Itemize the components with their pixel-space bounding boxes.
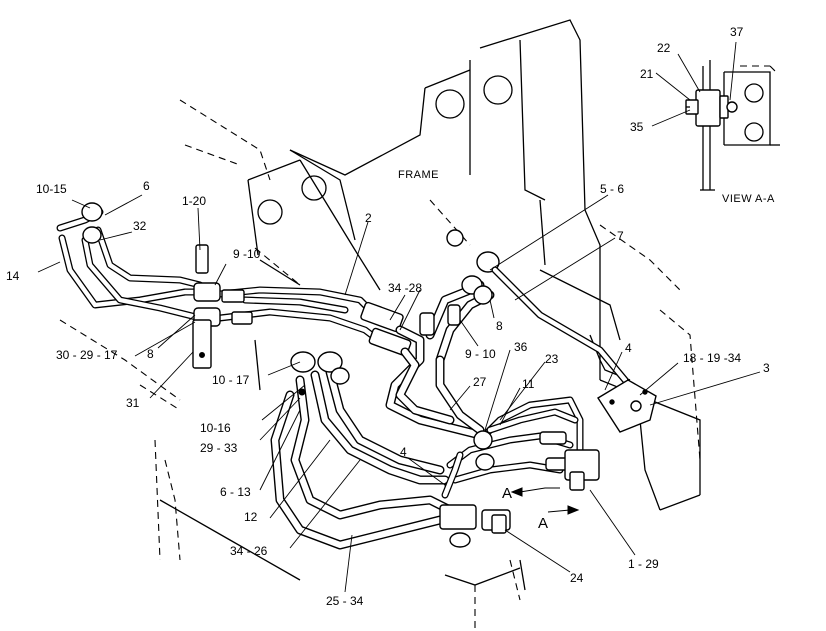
callout-11: 11 (522, 377, 535, 391)
callout-9-10-right: 9 - 10 (465, 347, 496, 361)
callout-10-16: 10-16 (200, 421, 231, 435)
callout-4-right: 4 (625, 341, 632, 355)
callout-32: 32 (133, 219, 147, 233)
left-tube-assembly (56, 202, 389, 369)
callout-1-29: 1 - 29 (628, 557, 659, 571)
callout-30-29-17: 30 - 29 - 17 (56, 348, 118, 362)
callout-10-17: 10 - 17 (212, 373, 250, 387)
callout-27: 27 (473, 375, 487, 389)
callout-5-6: 5 - 6 (600, 182, 624, 196)
callout-3: 3 (763, 361, 770, 375)
callout-9-10-left: 9 -10 (233, 247, 261, 261)
callout-37: 37 (730, 25, 744, 39)
text-labels: FRAME VIEW A-A A A (398, 169, 775, 532)
callout-23: 23 (545, 352, 559, 366)
section-a-upper-label: A (502, 485, 512, 502)
callout-1-20: 1-20 (182, 194, 206, 208)
center-hose-assembly (270, 229, 629, 550)
callout-4-lower: 4 (400, 445, 407, 459)
callout-36: 36 (514, 340, 528, 354)
callout-2: 2 (365, 211, 372, 225)
view-aa-inset (685, 60, 780, 191)
callout-35: 35 (630, 120, 644, 134)
callout-31: 31 (126, 396, 140, 410)
callout-24: 24 (570, 571, 584, 585)
callout-14: 14 (6, 269, 20, 283)
leader-lines (37, 41, 761, 593)
callout-6-13: 6 - 13 (220, 485, 251, 499)
callout-8-left: 8 (147, 347, 154, 361)
callout-labels: 10-15 6 32 14 1-20 9 -10 30 - 29 - 17 8 … (6, 25, 770, 608)
callout-6: 6 (143, 179, 150, 193)
frame-label: FRAME (398, 169, 439, 181)
callout-18-19-34: 18 - 19 -34 (683, 351, 741, 365)
right-valve-assembly (441, 379, 657, 515)
callout-34-26: 34 - 26 (230, 544, 268, 558)
callout-29-33: 29 - 33 (200, 441, 238, 455)
callout-12: 12 (244, 510, 258, 524)
view-aa-label: VIEW A-A (722, 193, 775, 205)
callout-10-15: 10-15 (36, 182, 67, 196)
section-a-lower-label: A (538, 515, 548, 532)
callout-22: 22 (657, 41, 671, 55)
callout-8-right: 8 (496, 319, 503, 333)
callout-21: 21 (640, 67, 654, 81)
callout-7: 7 (617, 229, 624, 243)
callout-34-28: 34 -28 (388, 281, 422, 295)
callout-25-34: 25 - 34 (326, 594, 364, 608)
